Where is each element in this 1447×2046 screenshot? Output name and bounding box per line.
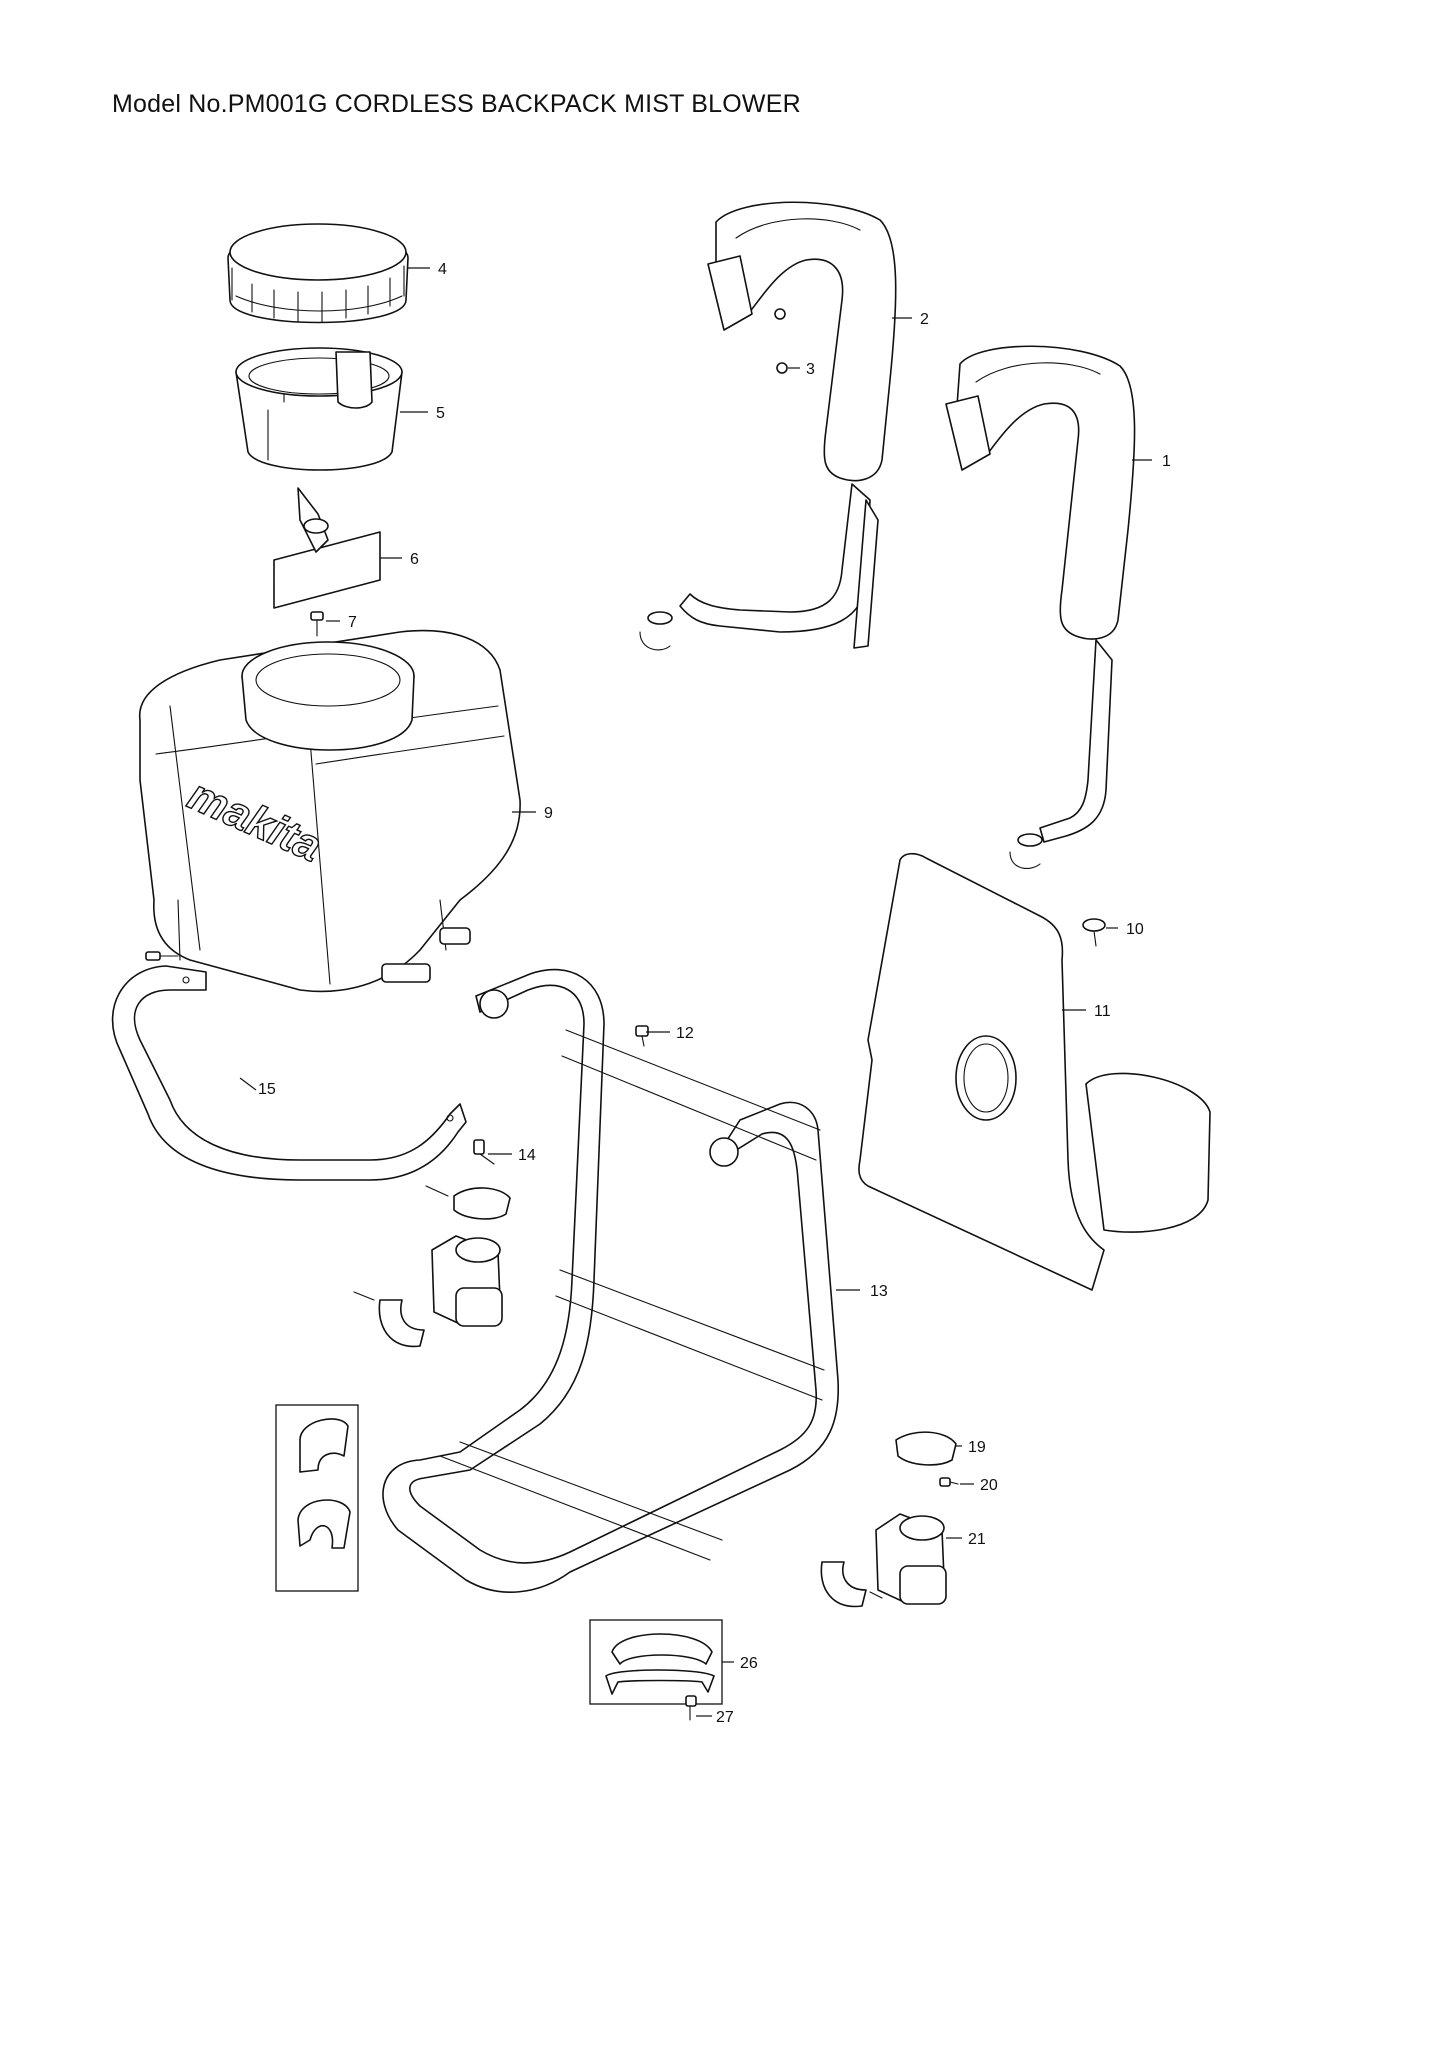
part-4-tank-cap [227,223,409,324]
part-26-inset [589,1619,723,1705]
part-12-screw [635,1025,649,1047]
label-6: 6 [410,551,419,568]
part-3-bolt [774,308,788,374]
label-5: 5 [436,405,445,422]
part-11-back-plate [858,852,1211,1291]
label-15: 15 [258,1081,276,1098]
label-10: 10 [1126,921,1144,938]
part-21-nozzle-elbow [875,1513,947,1605]
left-clamp-lower [353,1291,425,1348]
label-19: 19 [968,1439,986,1456]
part-19-clamp [895,1431,957,1466]
label-21: 21 [968,1531,986,1548]
left-clamp-upper [425,1185,511,1220]
part-5-strainer [235,347,403,471]
label-2: 2 [920,311,929,328]
label-12: 12 [676,1025,694,1042]
label-26: 26 [740,1655,758,1672]
part-27-screw [685,1695,697,1721]
part-2-shoulder-strap [639,201,897,651]
page-title: Model No.PM001G CORDLESS BACKPACK MIST B… [112,90,801,118]
part-20-screw [939,1477,959,1487]
label-20: 20 [980,1477,998,1494]
label-14: 14 [518,1147,536,1164]
inset-elbow-parts [275,1404,359,1592]
left-nozzle-elbow [431,1235,503,1327]
part-6-agitator [273,487,381,609]
label-13: 13 [870,1283,888,1300]
part-13-frame [382,968,840,1593]
part-10-knob [1082,918,1106,947]
part-7-screw [310,611,324,637]
label-27: 27 [716,1709,734,1726]
label-7: 7 [348,614,357,631]
label-1: 1 [1162,453,1171,470]
label-9: 9 [544,805,553,822]
part-9-tank: makita [139,629,521,993]
part-1-shoulder-strap [945,345,1136,870]
right-clamp-lower [820,1561,883,1608]
label-4: 4 [438,261,447,278]
label-3: 3 [806,361,815,378]
part-callouts: 4 5 6 7 9 15 14 12 13 2 3 1 10 11 19 20 [239,261,1171,1726]
part-15-handle [111,951,467,1181]
part-14-screw [473,1139,495,1165]
label-11: 11 [1094,1003,1111,1020]
